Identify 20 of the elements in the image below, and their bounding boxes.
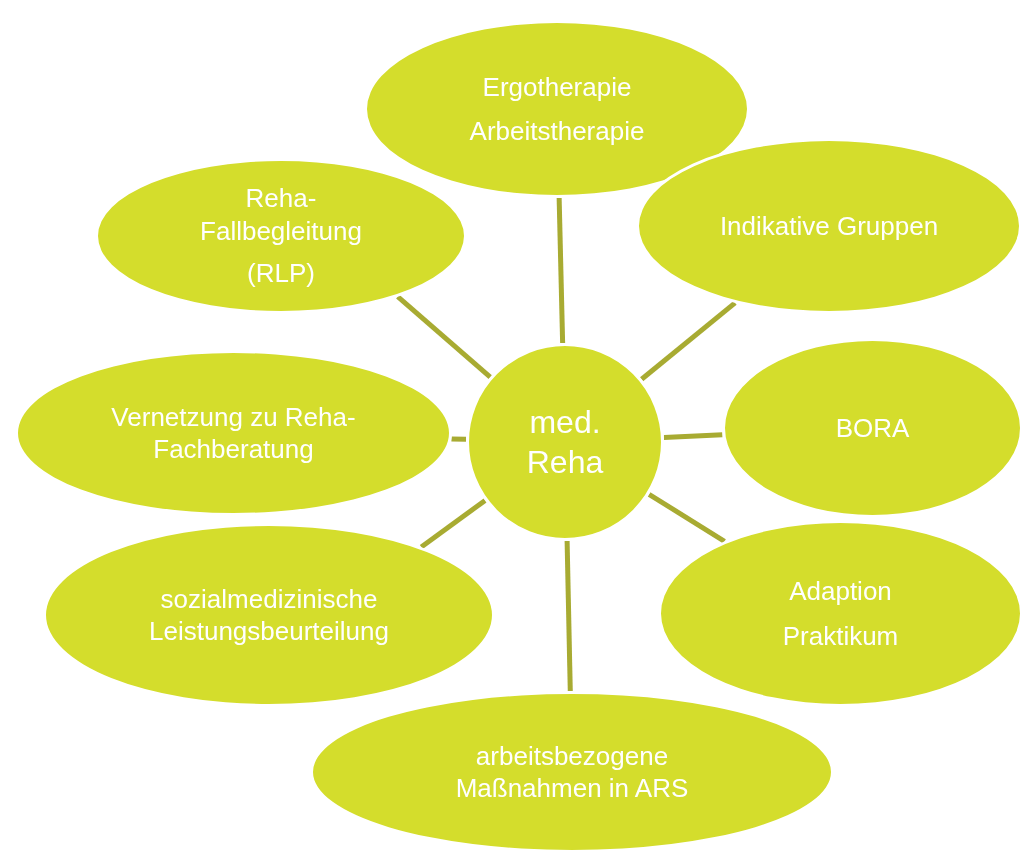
node-label: Arbeitstherapie: [468, 115, 646, 148]
connector-line: [647, 492, 726, 544]
node-label: Adaption: [788, 575, 893, 608]
node-label: arbeitsbezogene Maßnahmen in ARS: [454, 739, 690, 805]
node-label: Vernetzung zu Reha-Fachberatung: [110, 400, 357, 466]
node-label: sozialmedizinische Leistungsbeurteilung: [148, 582, 390, 648]
connector-line: [396, 294, 492, 379]
connector-line: [451, 436, 467, 442]
node-label: Praktikum: [781, 619, 900, 652]
node-label: (RLP): [246, 257, 316, 290]
connector-line: [640, 300, 737, 382]
connector-line: [556, 197, 566, 344]
node-label: med. Reha: [525, 403, 605, 482]
connector-line: [564, 540, 573, 692]
node-label: Indikative Gruppen: [719, 209, 939, 243]
connector-line: [663, 432, 723, 440]
node-label: Reha-Fallbegleitung: [199, 182, 363, 248]
node-label: Ergotherapie: [481, 70, 633, 103]
connector-line: [419, 498, 487, 550]
node-label: BORA: [834, 411, 911, 445]
